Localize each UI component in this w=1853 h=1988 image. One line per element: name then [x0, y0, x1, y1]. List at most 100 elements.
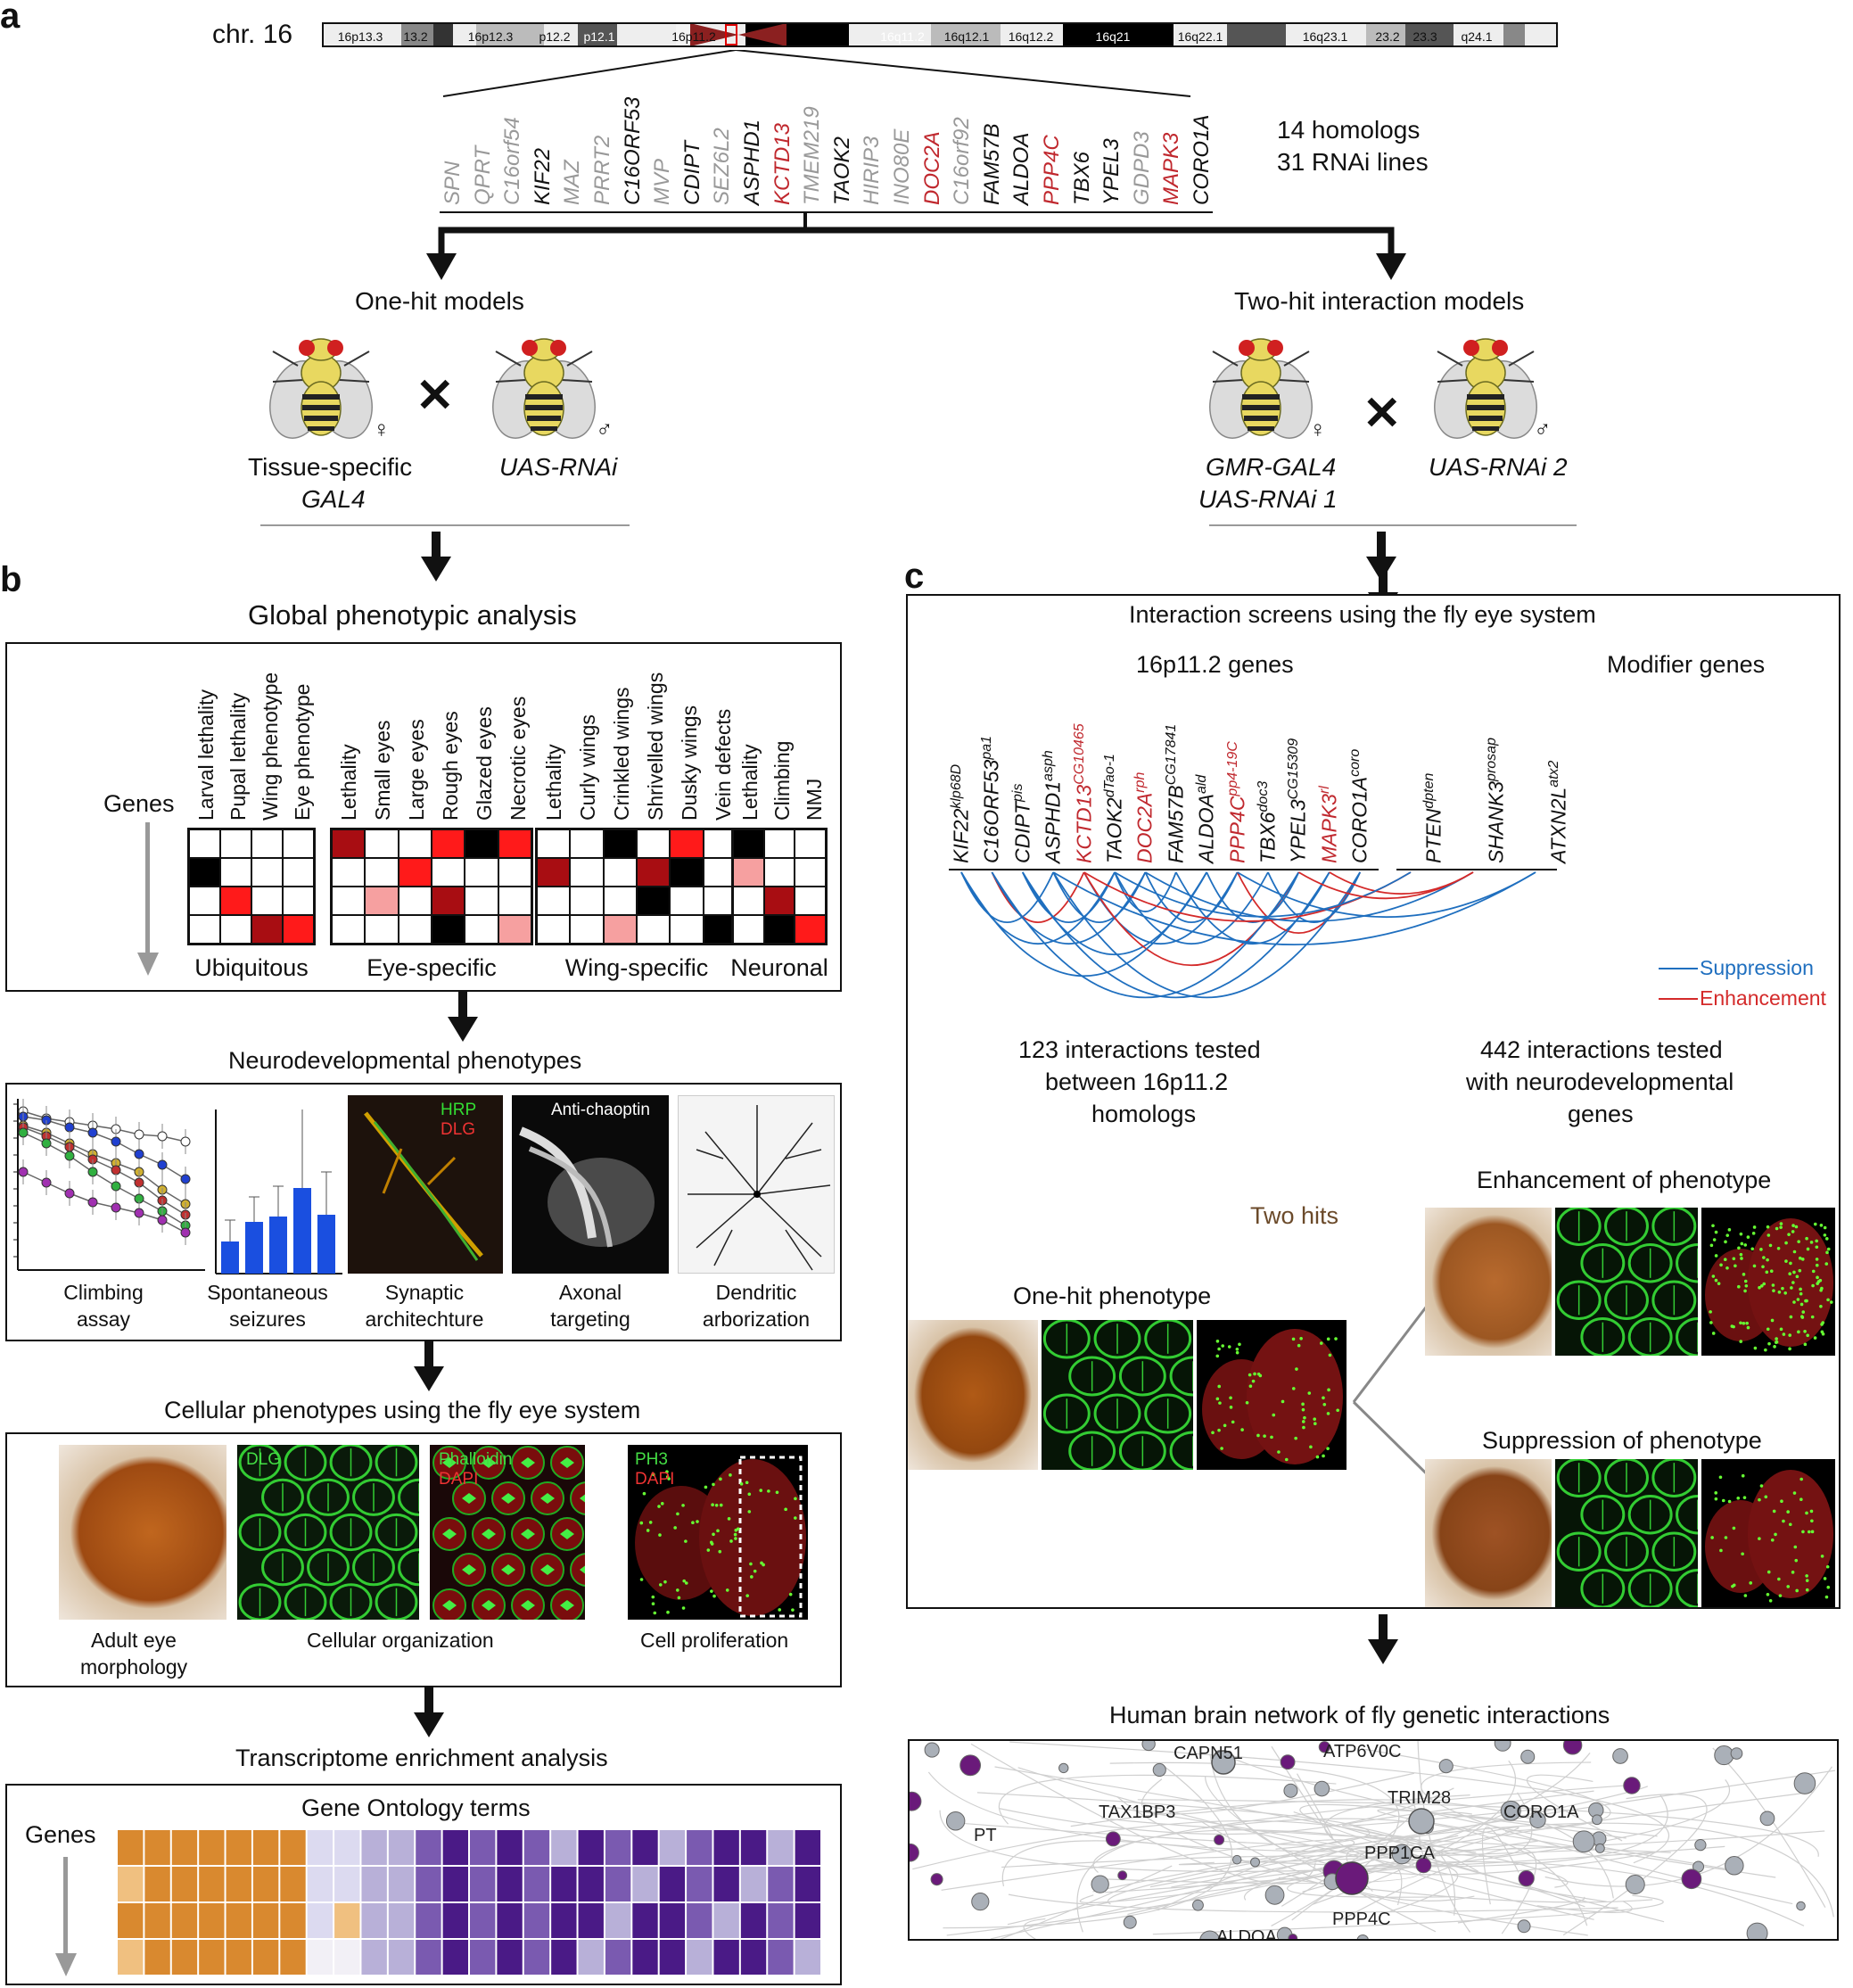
go-heatmap	[118, 1830, 820, 1975]
network-node	[910, 1791, 922, 1811]
heatmap-cell	[465, 915, 498, 944]
go-cell	[659, 1867, 686, 1901]
heatmap-cell	[498, 915, 531, 944]
go-cell	[497, 1867, 523, 1901]
gene-label: GDPD3	[1129, 131, 1154, 205]
go-cell	[740, 1903, 767, 1938]
network-node	[930, 1873, 943, 1886]
group-label: Eye-specific	[366, 954, 497, 981]
go-cell	[605, 1940, 631, 1975]
heatmap-cell	[636, 915, 671, 944]
fly-gene-label: C16ORF53pa1	[979, 736, 1004, 863]
gene-label: FAM57B	[979, 123, 1004, 205]
gene-name: YPEL3	[1287, 799, 1311, 863]
network-node	[959, 1754, 982, 1777]
network-node	[1623, 1777, 1641, 1794]
cross-icon-1: ✕	[416, 370, 455, 422]
phenotype-column-label: Shrivelled wings	[644, 672, 667, 821]
heatmap-cell	[220, 829, 251, 858]
go-cell	[768, 1903, 794, 1938]
heatmap-wing-specific	[535, 828, 738, 945]
neuro-title: Neurodevelopmental phenotypes	[228, 1047, 582, 1074]
gene-name: FAM57B	[1164, 785, 1188, 863]
go-cell	[605, 1903, 631, 1938]
heatmap-cell	[365, 858, 399, 887]
go-cell	[416, 1830, 441, 1865]
network-node	[1314, 1780, 1330, 1797]
go-cell	[442, 1830, 468, 1865]
gene-superscript: prosap	[1484, 738, 1499, 781]
go-cell	[334, 1940, 360, 1975]
go-title: Gene Ontology terms	[301, 1794, 531, 1821]
gene-label: PRRT2	[590, 135, 614, 205]
gene-label: SEZ6L2	[710, 128, 735, 205]
network-label: ALDOA	[1216, 1927, 1277, 1941]
go-cell	[578, 1830, 604, 1865]
uas-rnai-1-label: UAS-RNAi 1	[1198, 485, 1338, 513]
go-cell	[687, 1830, 712, 1865]
go-cell	[118, 1903, 144, 1938]
network-node	[1494, 1741, 1511, 1752]
go-cell	[497, 1830, 523, 1865]
gene-label: QPRT	[470, 145, 495, 205]
go-cell	[795, 1830, 820, 1865]
go-cell	[795, 1903, 820, 1938]
go-cell	[199, 1903, 225, 1938]
modifier-underline	[1459, 869, 1527, 870]
heatmap-cell	[283, 915, 314, 944]
heatmap-cell	[220, 858, 251, 887]
gal4-label: GAL4	[301, 485, 366, 513]
band-label: 16p13.3	[338, 29, 383, 44]
go-cell	[199, 1867, 225, 1901]
go-cell	[118, 1830, 144, 1865]
phenotype-column-label: Crinkled wings	[610, 687, 633, 821]
uas-rnai-2-label: UAS-RNAi 2	[1429, 453, 1568, 481]
go-cell	[442, 1903, 468, 1938]
arrow-down-icon	[414, 1687, 444, 1737]
network-node	[1625, 1874, 1645, 1895]
gene-superscript: ald	[1194, 774, 1210, 795]
phenotype-column-label: Climbing	[770, 740, 794, 821]
go-cell	[768, 1867, 794, 1901]
go-cell	[497, 1903, 523, 1938]
ph3-image: PH3 DAPI	[628, 1445, 808, 1620]
network-node	[1730, 1747, 1743, 1760]
zoom-lines	[442, 50, 1191, 97]
heatmap-cell	[670, 915, 704, 944]
heatmap-cell	[570, 829, 604, 858]
go-cell	[388, 1830, 415, 1865]
group-label: Neuronal	[730, 954, 828, 981]
gene-superscript: klp68D	[949, 763, 964, 809]
fly-gene-label: FAM57BCG17841	[1164, 724, 1189, 863]
go-cell	[497, 1940, 523, 1975]
network-node	[1105, 1831, 1121, 1847]
heatmap-cell	[570, 915, 604, 944]
go-cell	[334, 1903, 360, 1938]
one-hit-title: One-hit models	[355, 287, 524, 315]
network-node	[1250, 1857, 1261, 1868]
band-label: 16p12.3	[468, 29, 514, 44]
gene-label: KIF22	[530, 147, 555, 205]
network-label: CAPN51	[1174, 1744, 1243, 1763]
network-node	[1152, 1762, 1166, 1778]
neuro-label: Spontaneous	[207, 1281, 328, 1304]
network-label: TRIM28	[1388, 1788, 1451, 1808]
go-cell	[361, 1867, 387, 1901]
female-symbol-2: ♀	[1309, 416, 1327, 442]
heatmap-cell	[251, 887, 283, 915]
go-cell	[226, 1830, 251, 1865]
heatmap-cell	[332, 829, 366, 858]
gene-superscript: pa1	[979, 735, 995, 760]
phenotype-column-label: NMJ	[803, 778, 826, 821]
band-label: 16q12.2	[1009, 29, 1054, 44]
network-node	[1612, 1748, 1628, 1764]
heatmap-cell	[703, 829, 737, 858]
gene-superscript: asph	[1041, 750, 1057, 781]
heatmap-cell	[431, 829, 465, 858]
interaction-arcs	[960, 871, 1536, 999]
network-node	[1594, 1843, 1605, 1853]
network-node	[1214, 1834, 1225, 1845]
heatmap-cell	[636, 829, 671, 858]
phenotype-column-label: Glazed eyes	[473, 706, 496, 821]
heatmap-cell	[189, 829, 220, 858]
